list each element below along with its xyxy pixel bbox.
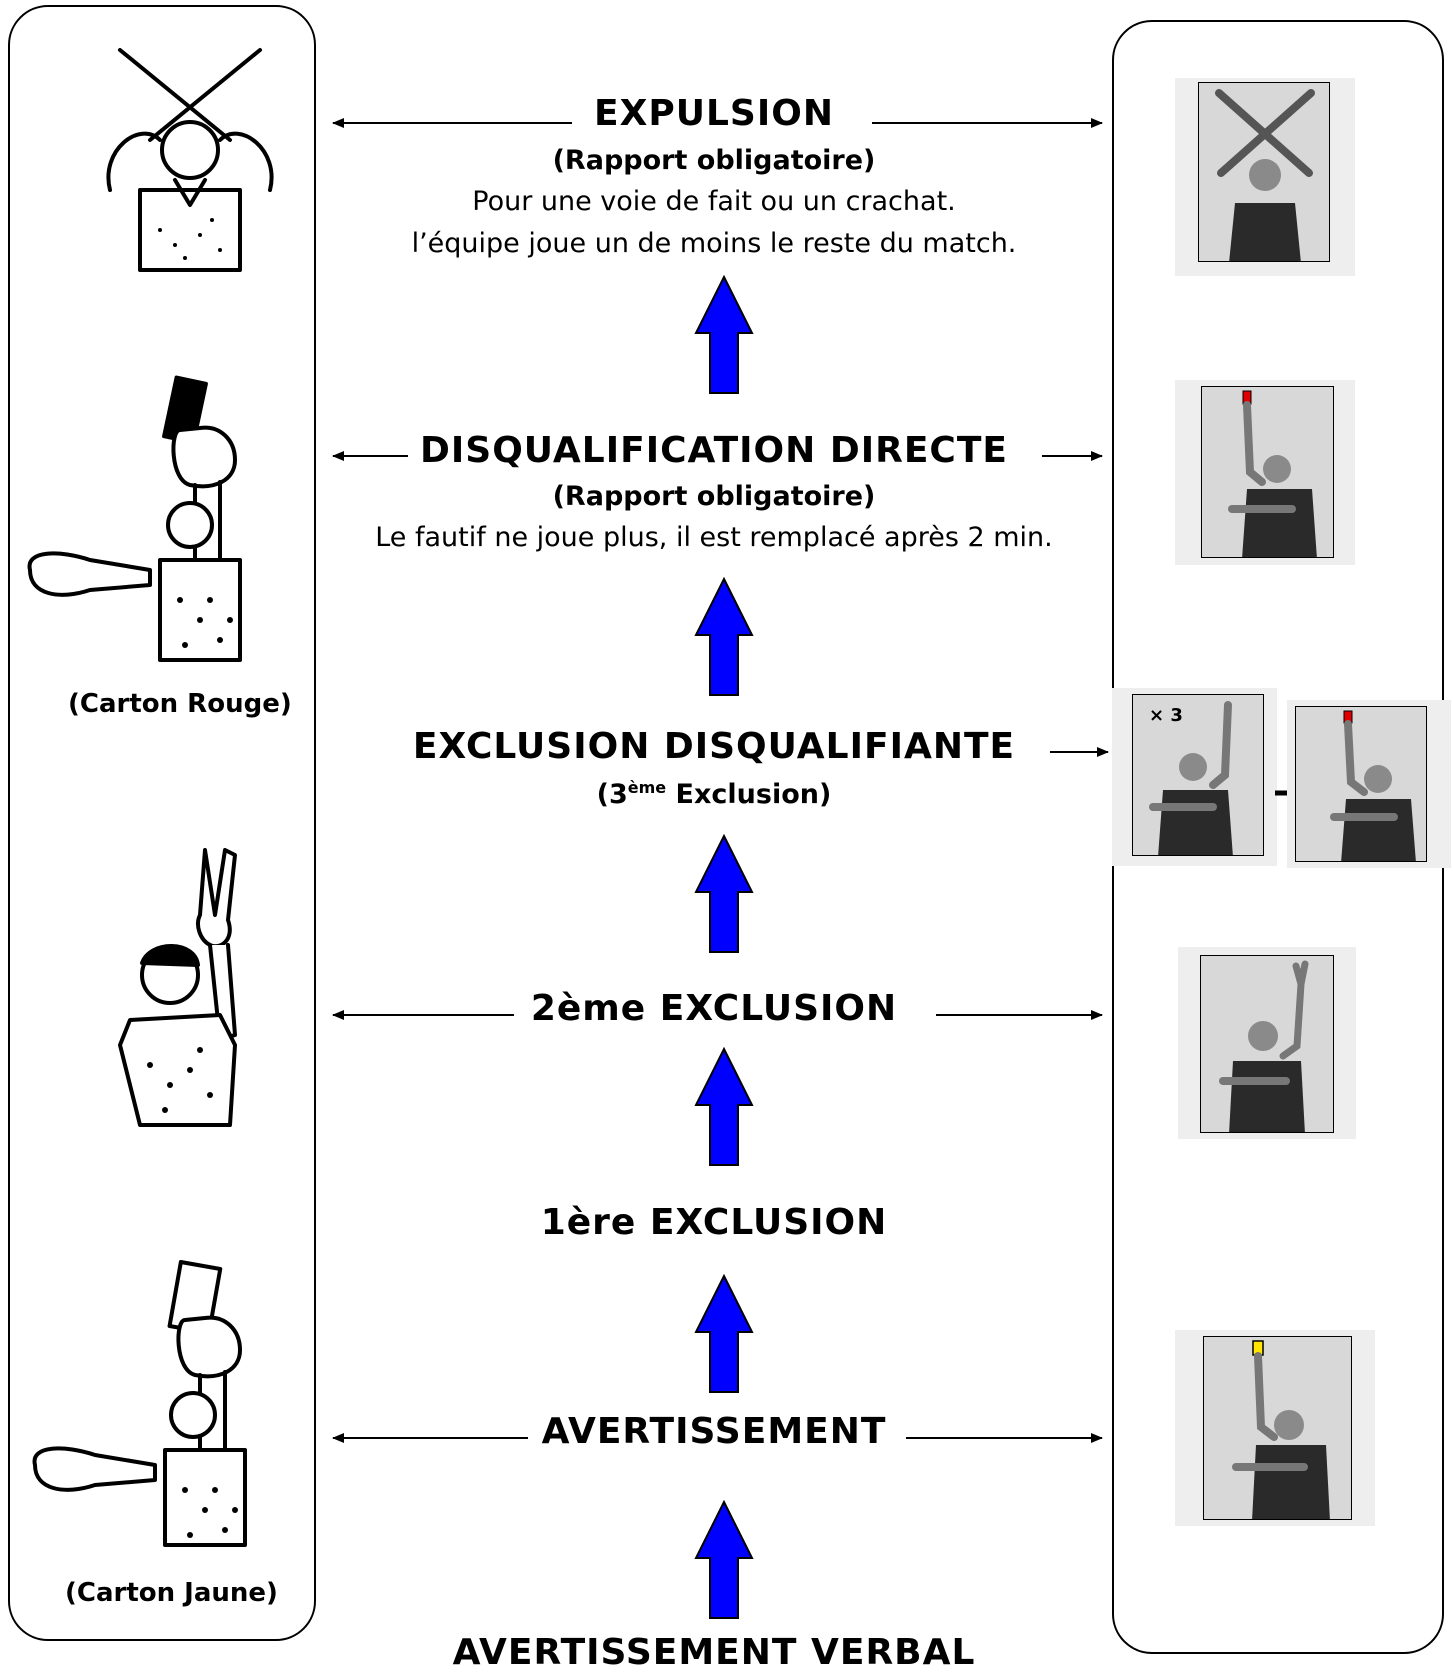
cartoon-two-fingers-icon bbox=[118, 848, 237, 1127]
photo-disqualification-directe bbox=[1175, 380, 1355, 565]
referee-yellow-card-icon bbox=[1232, 1340, 1330, 1519]
up-arrow-2 bbox=[695, 578, 753, 696]
photo-avertissement bbox=[1175, 1330, 1375, 1526]
subtitle-post: Exclusion) bbox=[666, 779, 832, 810]
referee-raised-arm-icon bbox=[1149, 701, 1233, 855]
referee-two-fingers-icon bbox=[1219, 960, 1309, 1132]
subtitle-exclusion-disqualifiante: (3ème Exclusion) bbox=[316, 778, 1112, 810]
photo-exclusion-2-frame bbox=[1295, 706, 1427, 862]
subtitle-expulsion: (Rapport obligatoire) bbox=[552, 145, 876, 176]
caption-red-card: (Carton Rouge) bbox=[68, 689, 292, 719]
up-arrow-3 bbox=[695, 835, 753, 953]
subtitle-pre: (3 bbox=[596, 779, 628, 810]
title-exclusion1: 1ère EXCLUSION bbox=[540, 1202, 888, 1243]
title-expulsion: EXPULSION bbox=[594, 93, 834, 134]
title-exclusion-disqualifiante: EXCLUSION DISQUALIFIANTE bbox=[412, 726, 1016, 767]
desc-expulsion-2: l’équipe joue un de moins le reste du ma… bbox=[411, 228, 1017, 259]
photo-expulsion bbox=[1175, 78, 1355, 276]
photo-exclusion-1-frame: × 3 bbox=[1132, 694, 1264, 856]
up-arrow-5 bbox=[695, 1275, 753, 1393]
title-disqualification-directe: DISQUALIFICATION DIRECTE bbox=[420, 430, 1008, 471]
desc-expulsion-1: Pour une voie de fait ou un crachat. bbox=[472, 186, 956, 217]
photo-exclusion2-frame bbox=[1200, 955, 1334, 1133]
up-arrow-4 bbox=[695, 1048, 753, 1166]
referee-red-card-small-icon bbox=[1330, 710, 1416, 861]
photo-exclusion-disqualifiante-1: × 3 bbox=[1112, 688, 1277, 866]
title-avertissement-verbal: AVERTISSEMENT VERBAL bbox=[452, 1632, 976, 1673]
referee-red-card-icon bbox=[1228, 390, 1317, 557]
photo-disqualification-frame bbox=[1201, 386, 1334, 558]
photo-exclusion2 bbox=[1178, 947, 1356, 1139]
up-arrow-6 bbox=[695, 1501, 753, 1619]
referee-crossed-arms-icon bbox=[1215, 89, 1315, 261]
title-avertissement: AVERTISSEMENT bbox=[541, 1411, 887, 1452]
desc-disqualification-directe: Le fautif ne joue plus, il est remplacé … bbox=[375, 522, 1053, 553]
label-times-three: × 3 bbox=[1149, 705, 1183, 726]
up-arrow-1 bbox=[695, 276, 753, 394]
cartoon-yellow-card-icon bbox=[32, 1260, 247, 1547]
cartoon-red-card-icon bbox=[27, 375, 242, 662]
left-panel-cartoons bbox=[8, 5, 316, 1641]
subtitle-disqualification-directe: (Rapport obligatoire) bbox=[552, 481, 876, 512]
photo-expulsion-frame bbox=[1198, 82, 1330, 262]
photo-exclusion-disqualifiante-2 bbox=[1287, 700, 1451, 868]
photo-avertissement-frame bbox=[1203, 1336, 1352, 1520]
caption-yellow-card: (Carton Jaune) bbox=[65, 1578, 278, 1608]
title-exclusion2: 2ème EXCLUSION bbox=[530, 988, 898, 1029]
cartoon-crossed-arms-icon bbox=[106, 48, 274, 272]
subtitle-sup: ème bbox=[627, 778, 667, 797]
